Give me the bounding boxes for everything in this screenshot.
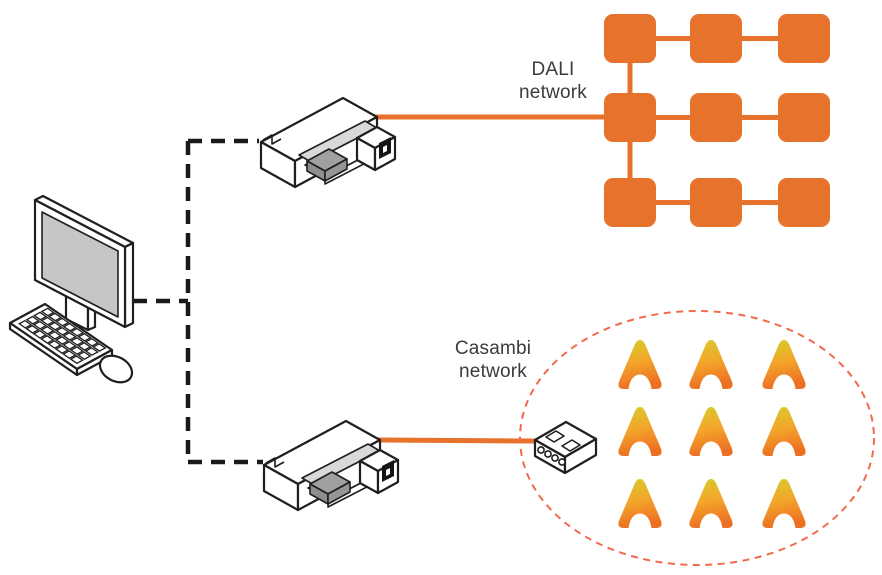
keyboard-key	[55, 317, 70, 327]
luminaire-icon	[618, 339, 662, 389]
casambi-network-boundary	[519, 310, 875, 566]
casambi-network-label-line1: Casambi	[454, 338, 532, 359]
dali-gateway-icon	[259, 96, 397, 189]
keyboard-key	[55, 326, 70, 336]
keyboard-key	[62, 331, 77, 341]
monitor-screen	[41, 211, 119, 318]
casambi-gateway-icon	[262, 419, 400, 512]
dali-network-label-line1: DALI	[531, 59, 575, 80]
keyboard-key	[25, 324, 40, 334]
keyboard-key	[40, 307, 55, 317]
luminaire-icon	[689, 406, 733, 456]
keyboard-key	[40, 316, 55, 326]
keyboard-key	[47, 312, 63, 322]
keyboard-key	[62, 322, 77, 332]
keyboard-key	[84, 347, 99, 356]
keyboard-key	[40, 335, 55, 344]
keyboard-key	[17, 319, 33, 329]
dali-network-label-line2: network	[519, 82, 587, 103]
keyboard-key	[47, 321, 63, 331]
dali-node-grid	[604, 14, 830, 227]
keyboard-key	[47, 330, 62, 340]
dali-node	[604, 178, 656, 227]
keyboard-key	[62, 341, 77, 350]
casambi-network-label: Casambi network	[443, 337, 543, 383]
casambi-network-label-line2: network	[459, 361, 527, 382]
keyboard-key	[25, 315, 40, 325]
keyboard-key	[69, 346, 85, 355]
luminaire-icon	[689, 339, 733, 389]
luminaire-icon	[618, 478, 662, 528]
dali-node	[690, 93, 742, 142]
luminaire-icon	[762, 478, 806, 528]
dali-node	[778, 14, 830, 63]
casambi-luminaire-grid	[618, 339, 806, 528]
keyboard-key	[33, 311, 48, 321]
luminaire-icon	[618, 406, 662, 456]
luminaire-icon	[762, 339, 806, 389]
dali-node	[690, 178, 742, 227]
monitor-right-edge	[123, 241, 135, 329]
keyboard-key	[62, 350, 77, 360]
keyboard-key	[77, 332, 92, 342]
keyboard-key	[55, 336, 70, 345]
dali-node	[604, 93, 656, 142]
mouse-icon	[98, 354, 134, 384]
keyboard-key	[69, 355, 84, 365]
luminaire-icon	[762, 406, 806, 456]
keyboard-key	[70, 327, 85, 337]
casambi-feed-line	[377, 437, 538, 444]
luminaire-icon	[689, 478, 733, 528]
keyboard-key	[32, 329, 48, 339]
dali-node	[690, 14, 742, 63]
dali-node	[778, 178, 830, 227]
dali-network-label: DALI network	[503, 58, 603, 104]
keyboard-key	[32, 320, 48, 330]
keyboard-keys	[17, 307, 107, 365]
dali-node	[778, 93, 830, 142]
computer-icon	[8, 194, 135, 384]
casambi-module-icon	[533, 420, 598, 475]
dali-node	[604, 14, 656, 63]
keyboard-key	[77, 351, 92, 360]
keyboard-key	[47, 340, 62, 349]
keyboard-key	[84, 337, 100, 347]
keyboard-key	[77, 342, 92, 351]
keyboard-key	[54, 345, 70, 354]
keyboard-key	[40, 325, 55, 335]
keyboard-key	[69, 336, 85, 346]
keyboard-key	[92, 343, 107, 352]
